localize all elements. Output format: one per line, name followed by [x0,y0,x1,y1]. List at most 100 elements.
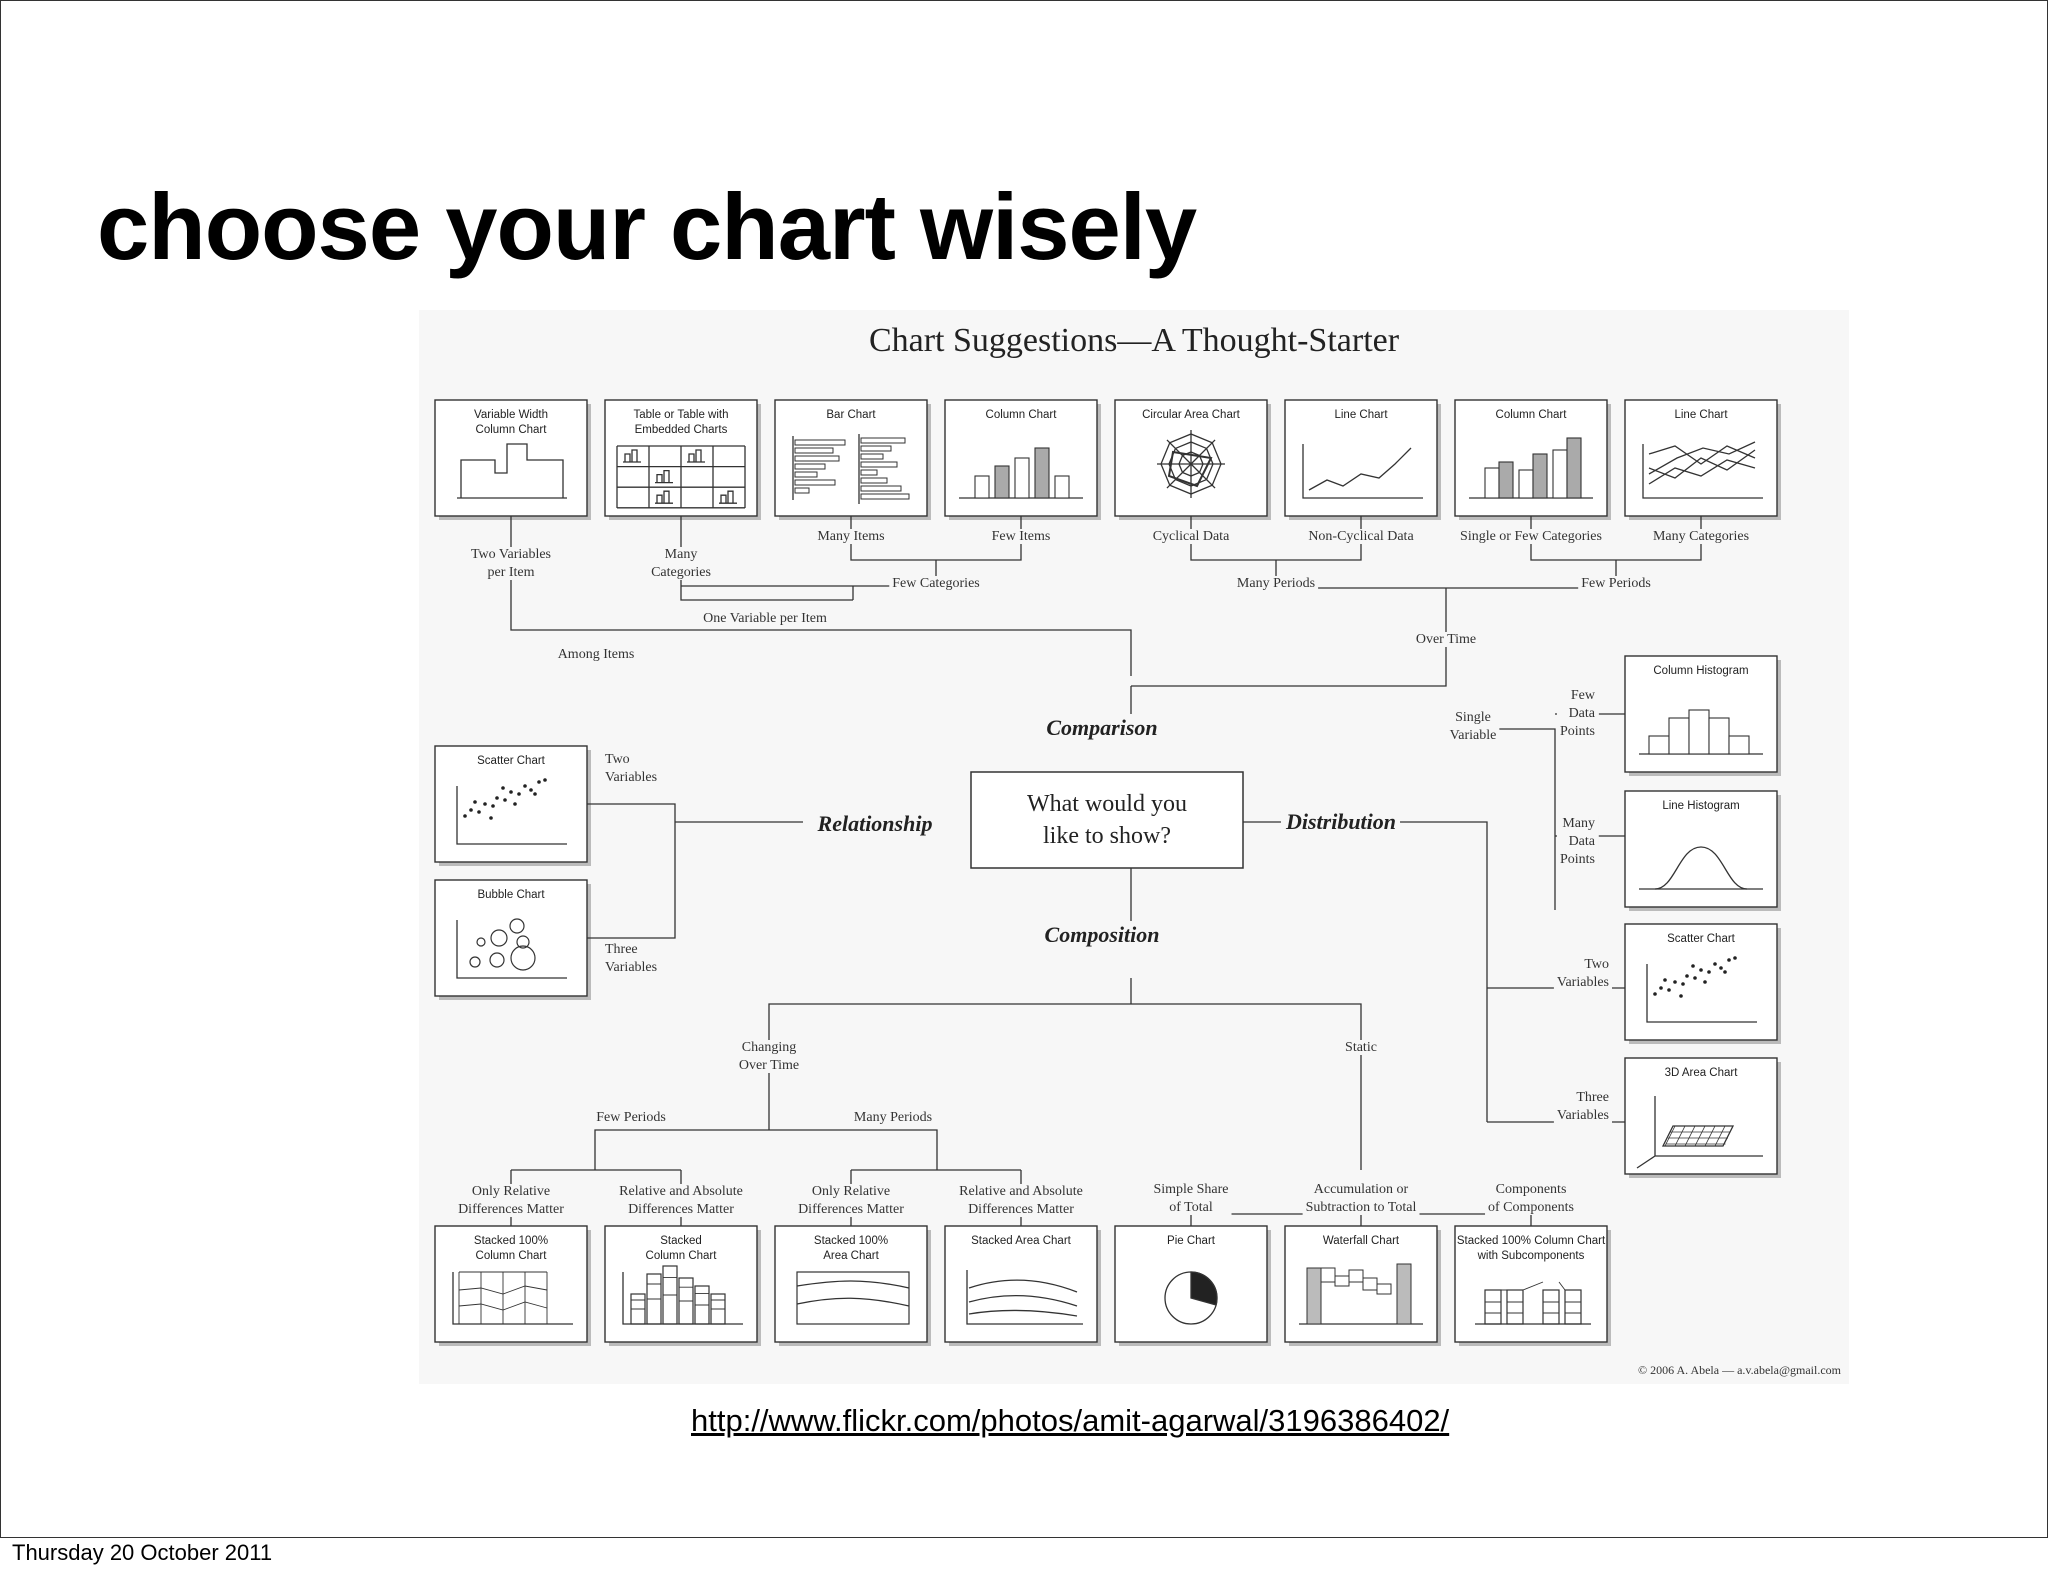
label-text-few-periods-top: Few Periods [1581,576,1651,591]
scatter-1-title: Scatter Chart [477,755,546,767]
circular-area-box: Circular Area Chart [1114,399,1271,520]
label-text-among-items: Among Items [558,647,635,662]
label-one-variable-per-item: One Variable per Item [700,611,830,626]
label-text-single-or-few-categories: Single or Few Categories [1460,529,1602,544]
circular-area-title: Circular Area Chart [1142,409,1241,421]
scatter-2-title: Scatter Chart [1667,933,1736,945]
column-chart-2-title: Column Chart [1496,409,1568,421]
waterfall-box: Waterfall Chart [1284,1225,1441,1346]
bar-chart-title: Bar Chart [826,409,876,421]
column-chart-1-box: Column Chart [944,399,1101,520]
label-few-items: Few Items [988,529,1054,544]
connector-lines [510,516,1702,1226]
label-few-periods-bottom: Few Periods [593,1110,669,1125]
label-static: Static [1342,1040,1380,1055]
label-text-few-categories: Few Categories [892,576,979,591]
diagram-copyright: © 2006 A. Abela — a.v.abela@gmail.com [1637,1363,1841,1377]
label-text-few-periods-bottom: Few Periods [596,1110,666,1125]
slide-date: Thursday 20 October 2011 [12,1540,273,1565]
label-many-periods-top: Many Periods [1233,576,1319,591]
label-few-categories: Few Categories [889,576,983,591]
stacked100-area-box: Stacked 100%Area Chart [774,1225,931,1346]
label-text-many-categories-b: Many Categories [1653,529,1749,544]
scatter-1-box: Scatter Chart [434,745,591,866]
label-text-non-cyclical-data: Non-Cyclical Data [1308,529,1414,544]
slide-title: choose your chart wisely [97,174,1197,279]
pie-box: Pie Chart [1114,1225,1271,1346]
label-text-cyclical-data: Cyclical Data [1153,529,1230,544]
category-distribution: Distribution [1280,808,1401,835]
line-chart-2-title: Line Chart [1674,409,1728,421]
category-composition: Composition [1040,921,1164,948]
label-non-cyclical-data: Non-Cyclical Data [1305,529,1418,544]
label-many-periods-bottom: Many Periods [850,1110,936,1125]
label-among-items: Among Items [554,647,638,662]
scatter-2-box: Scatter Chart [1624,923,1781,1044]
svg-text:Comparison: Comparison [1046,715,1157,740]
label-many-items: Many Items [814,529,888,544]
svg-text:Composition: Composition [1045,922,1160,947]
label-single-or-few-categories: Single or Few Categories [1457,529,1605,544]
line-histogram-box: Line Histogram [1624,790,1781,911]
label-text-over-time: Over Time [1416,632,1476,647]
area-3d-title: 3D Area Chart [1665,1067,1739,1079]
column-histogram-title: Column Histogram [1653,665,1748,677]
category-relationship: Relationship [812,810,937,837]
line-chart-1-box: Line Chart [1284,399,1441,520]
stacked-area-box: Stacked Area Chart [944,1225,1101,1346]
area-3d-box: 3D Area Chart [1624,1057,1781,1178]
label-few-periods-top: Few Periods [1578,576,1654,591]
source-link[interactable]: http://www.flickr.com/photos/amit-agarwa… [691,1403,1450,1438]
svg-text:Relationship: Relationship [817,811,933,836]
chart-suggestions-diagram: Chart Suggestions—A Thought-Starter Vari… [419,310,1849,1384]
category-comparison: Comparison [1042,714,1162,741]
stacked-area-title: Stacked Area Chart [971,1235,1072,1247]
stacked100-column-title: Stacked 100%Column Chart [474,1235,548,1262]
slide: choose your chart wisely Chart Suggestio… [0,0,2048,1538]
label-cyclical-data: Cyclical Data [1149,529,1234,544]
bubble-box: Bubble Chart [434,879,591,1000]
label-text-one-variable-per-item: One Variable per Item [703,611,827,626]
column-histogram-box: Column Histogram [1624,655,1781,776]
label-text-many-periods-top: Many Periods [1237,576,1315,591]
bubble-title: Bubble Chart [477,889,545,901]
label-many-categories-b: Many Categories [1649,529,1753,544]
